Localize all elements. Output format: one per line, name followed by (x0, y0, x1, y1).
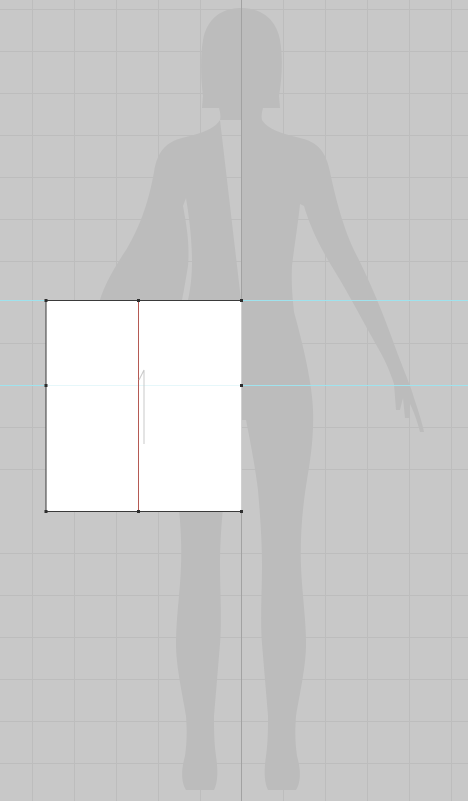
control-point[interactable] (240, 384, 243, 387)
control-point[interactable] (44, 384, 48, 387)
control-points[interactable] (44, 299, 244, 513)
control-point[interactable] (137, 299, 140, 302)
silhouette-legs-left (172, 420, 241, 790)
control-point[interactable] (240, 510, 243, 513)
sketch-stroke (138, 369, 145, 444)
pattern-piece-outline[interactable] (45, 300, 242, 512)
silhouette-body (100, 120, 241, 300)
control-point[interactable] (44, 510, 48, 513)
control-point[interactable] (240, 299, 243, 302)
control-point[interactable] (137, 510, 140, 513)
pattern-piece[interactable] (44, 299, 244, 513)
control-point[interactable] (44, 299, 48, 302)
silhouette-body-right (241, 120, 424, 790)
